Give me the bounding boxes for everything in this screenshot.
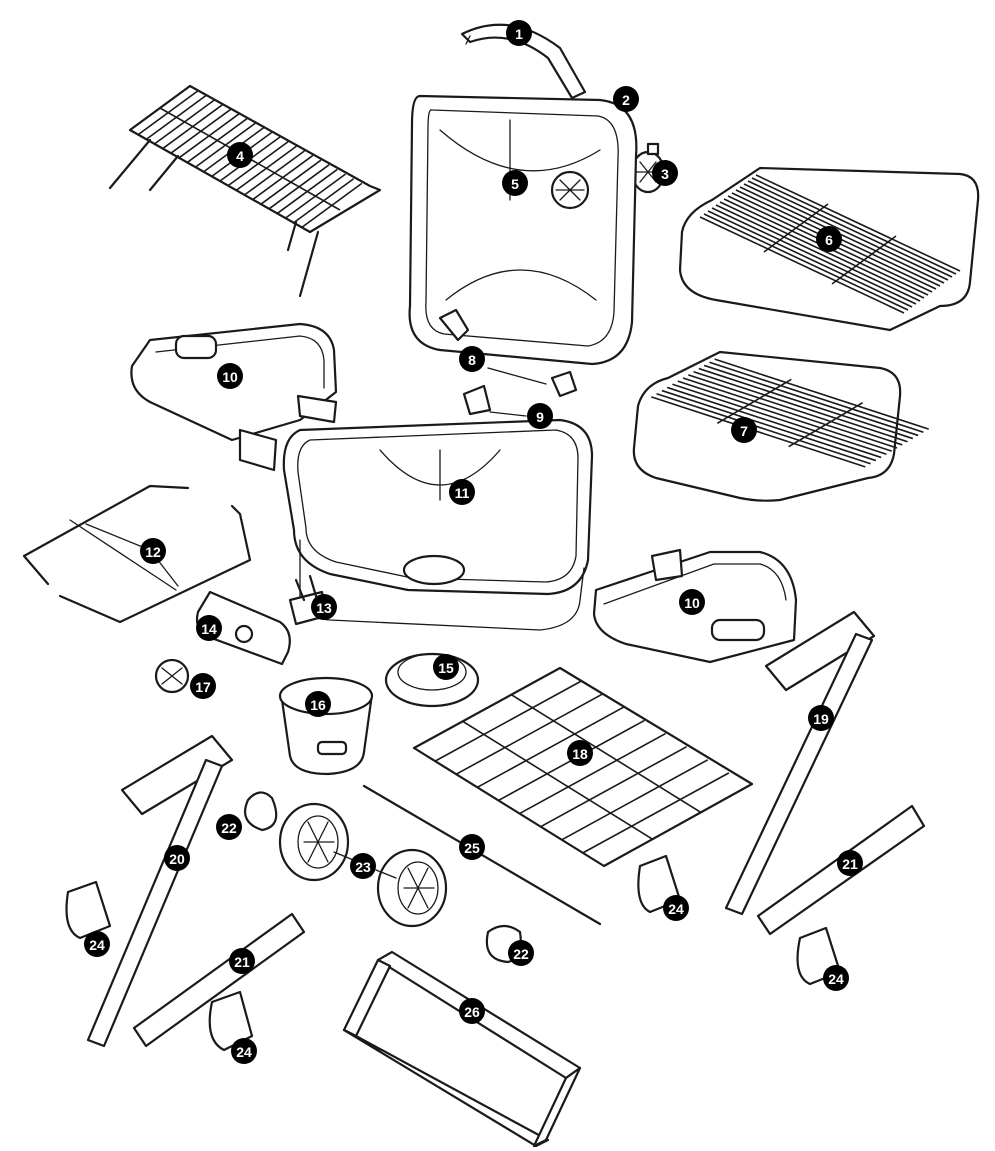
part-wheel-lower: [376, 848, 448, 928]
callout-number: 8: [468, 352, 476, 368]
callout-number: 2: [622, 92, 630, 108]
callout-24: 24: [231, 1038, 257, 1064]
callout-2: 2: [613, 86, 639, 112]
callout-number: 9: [536, 409, 544, 425]
part-leg-foot-2: [208, 990, 254, 1052]
callout-15: 15: [433, 654, 459, 680]
callout-number: 6: [825, 232, 833, 248]
part-ash-ring: [384, 652, 480, 708]
callout-number: 21: [842, 856, 858, 872]
callout-number: 10: [684, 595, 700, 611]
callout-number: 23: [355, 859, 371, 875]
part-leg-right: [724, 610, 876, 916]
callout-10: 10: [679, 589, 705, 615]
callout-number: 11: [455, 485, 470, 501]
part-control-knob: [154, 658, 190, 694]
callout-11: 11: [449, 479, 475, 505]
callout-5: 5: [502, 170, 528, 196]
callout-number: 19: [813, 711, 829, 727]
callout-10: 10: [217, 363, 243, 389]
callout-16: 16: [305, 691, 331, 717]
callout-8: 8: [459, 346, 485, 372]
part-leg-foot-1: [65, 880, 112, 940]
callout-26: 26: [459, 998, 485, 1024]
callout-7: 7: [731, 417, 757, 443]
callout-number: 13: [316, 600, 332, 616]
callout-number: 24: [236, 1044, 252, 1060]
callout-24: 24: [84, 931, 110, 957]
callout-24: 24: [663, 895, 689, 921]
callout-number: 24: [828, 971, 844, 987]
callout-number: 22: [513, 946, 529, 962]
part-bottom-frame: [342, 950, 582, 1148]
callout-number: 17: [195, 679, 211, 695]
callout-number: 21: [234, 954, 250, 970]
callout-19: 19: [808, 705, 834, 731]
part-wire-frame: [22, 484, 252, 624]
callout-22: 22: [508, 940, 534, 966]
callout-1: 1: [506, 20, 532, 46]
callout-21: 21: [229, 948, 255, 974]
callout-number: 3: [661, 166, 669, 182]
callout-number: 24: [89, 937, 105, 953]
part-leg-left: [86, 734, 234, 1048]
callout-number: 22: [221, 820, 237, 836]
callout-number: 1: [515, 26, 523, 42]
callout-number: 24: [668, 901, 684, 917]
callout-number: 25: [464, 840, 480, 856]
callout-9: 9: [527, 403, 553, 429]
part-wheel-upper: [278, 802, 350, 882]
callout-21: 21: [837, 850, 863, 876]
callout-22: 22: [216, 814, 242, 840]
callout-25: 25: [459, 834, 485, 860]
part-warming-rack: [108, 84, 382, 298]
part-charcoal-grate: [632, 350, 929, 502]
part-firebox-bowl: [282, 418, 594, 631]
callout-3: 3: [652, 160, 678, 186]
callout-number: 5: [511, 176, 519, 192]
callout-number: 26: [464, 1004, 480, 1020]
callout-14: 14: [196, 615, 222, 641]
callout-6: 6: [816, 226, 842, 252]
callout-4: 4: [227, 142, 253, 168]
part-bottom-shelf-rack: [412, 666, 754, 868]
callout-number: 14: [201, 621, 217, 637]
callout-number: 15: [438, 660, 454, 676]
callout-number: 7: [740, 423, 748, 439]
callout-17: 17: [190, 673, 216, 699]
callout-number: 10: [222, 369, 238, 385]
part-ash-pan: [278, 676, 374, 776]
callout-13: 13: [311, 594, 337, 620]
callout-20: 20: [164, 845, 190, 871]
callout-number: 4: [236, 148, 244, 164]
callout-number: 20: [169, 851, 185, 867]
part-lid: [408, 94, 638, 366]
part-wheel-clip-upper: [244, 791, 278, 832]
callout-23: 23: [350, 853, 376, 879]
part-control-panel: [195, 590, 291, 666]
callout-number: 18: [572, 746, 588, 762]
callout-12: 12: [140, 538, 166, 564]
callout-24: 24: [823, 965, 849, 991]
callout-18: 18: [567, 740, 593, 766]
callout-number: 12: [145, 544, 161, 560]
callout-number: 16: [310, 697, 326, 713]
